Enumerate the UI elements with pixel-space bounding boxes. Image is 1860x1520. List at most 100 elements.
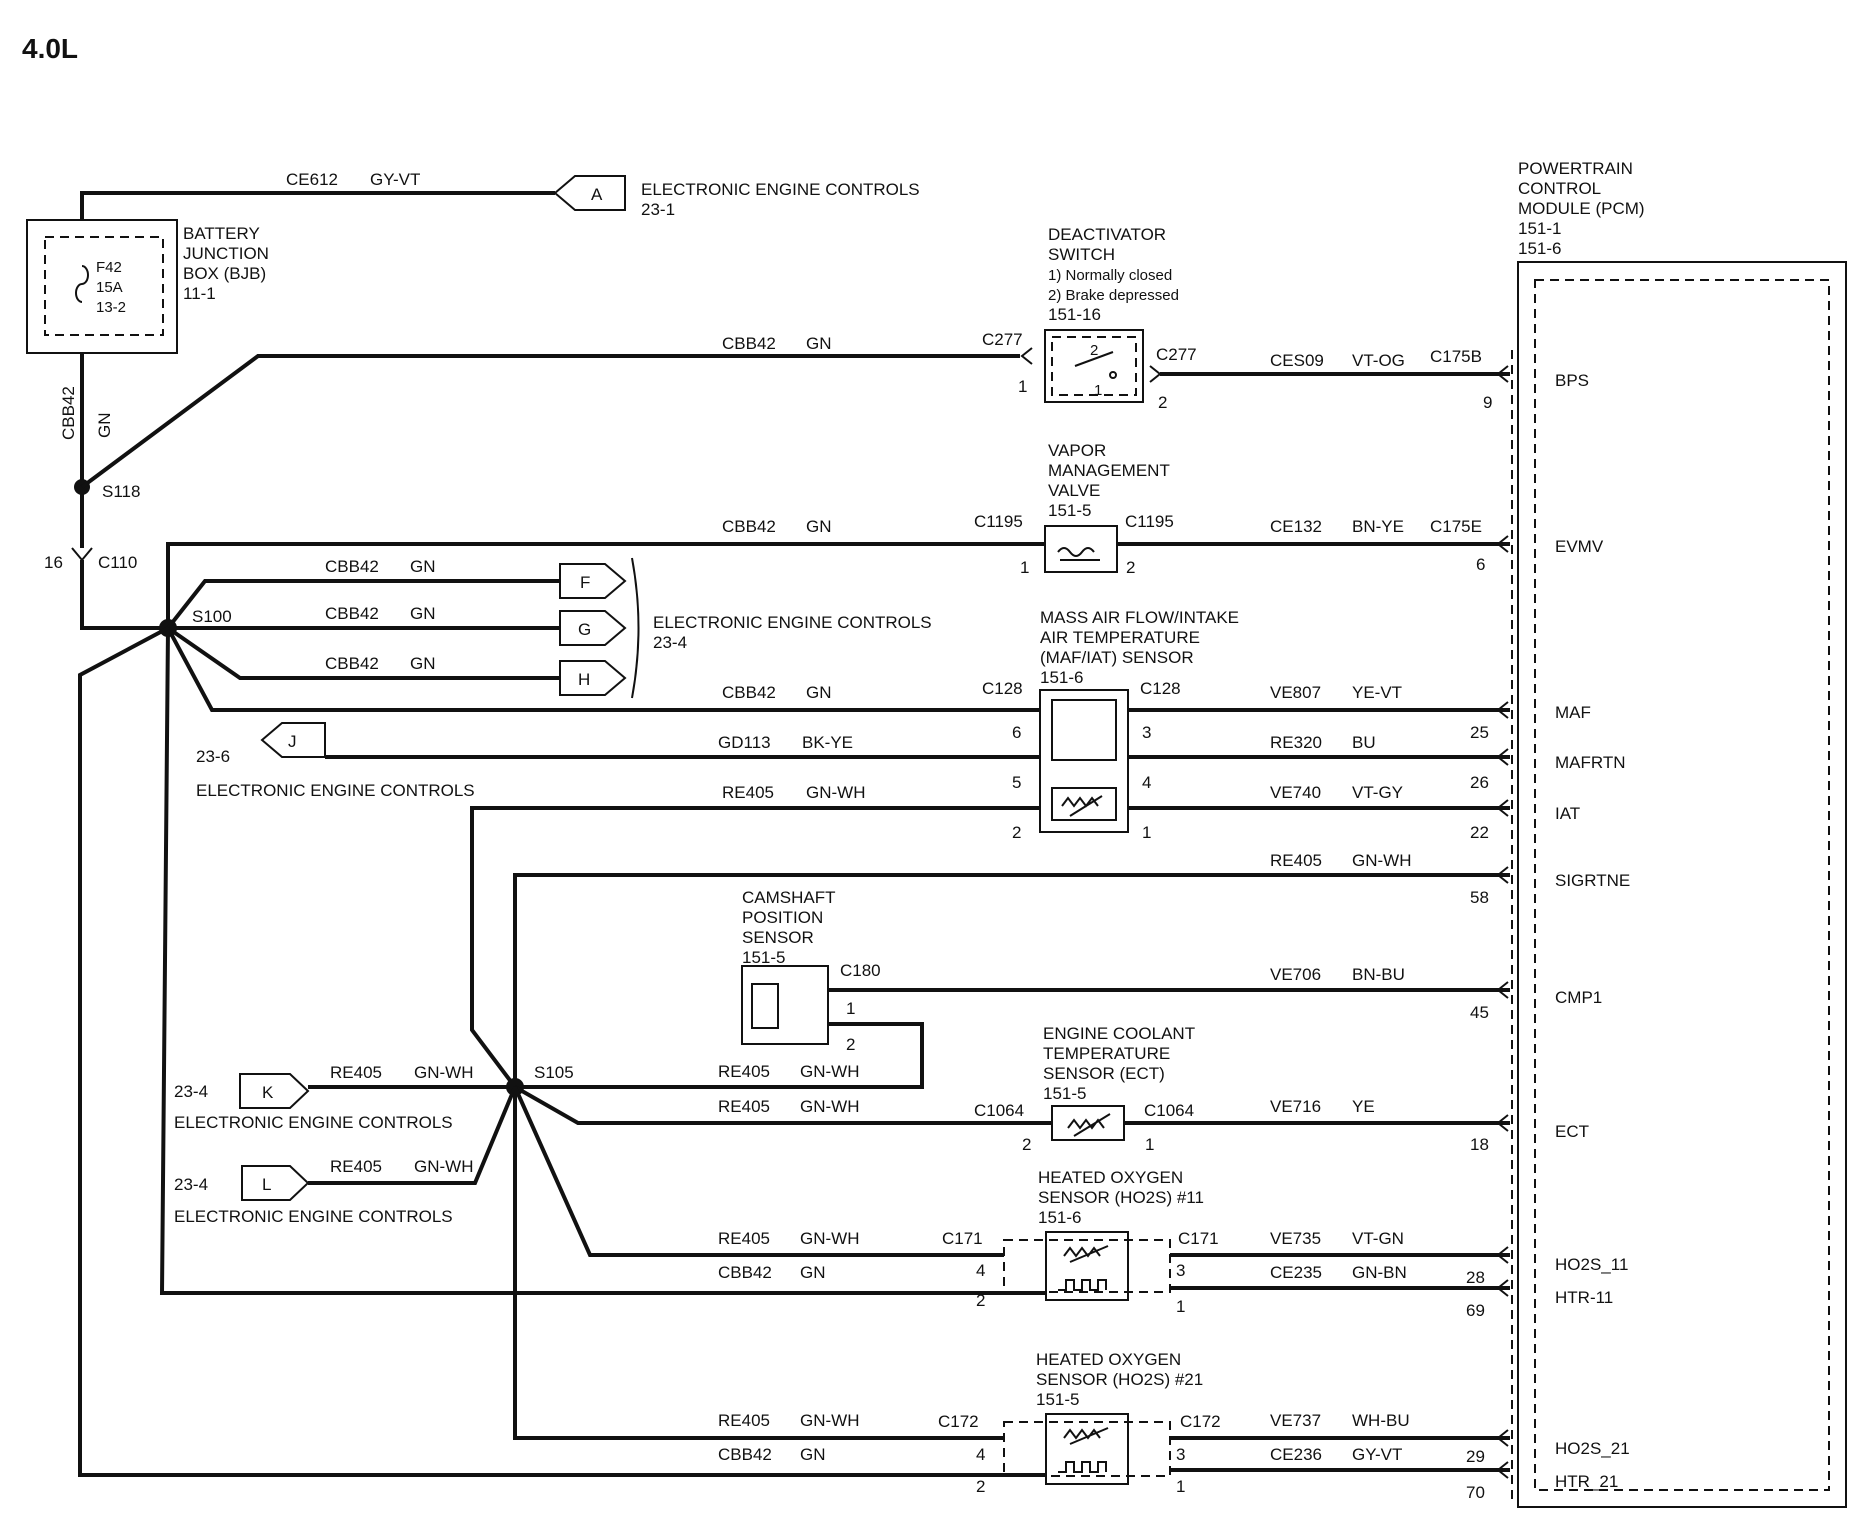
- pin-ect-1: 1: [1145, 1135, 1154, 1154]
- pin-ho21-1: 1: [1176, 1477, 1185, 1496]
- wire-iat-in: [470, 806, 1040, 1089]
- pcm-pin-ho2s11: HO2S_11: [1555, 1255, 1628, 1274]
- cmp-label-2: POSITION: [742, 908, 823, 927]
- sensor-element-icon: [1063, 1245, 1109, 1263]
- pcm-outline: [1517, 261, 1847, 1508]
- ho21-outline: [1045, 1413, 1129, 1485]
- sensor-element-icon: [1063, 1427, 1109, 1445]
- wire-vmv-out-circuit: CE132: [1270, 517, 1322, 536]
- pin-evmv: 6: [1476, 555, 1485, 574]
- c110-pin: 16: [44, 553, 63, 572]
- ref-h-connector: [559, 660, 627, 696]
- wire-ect-out-circuit: VE716: [1270, 1097, 1321, 1116]
- bjb-label-2: JUNCTION: [183, 244, 269, 263]
- vmv-label-3: VALVE: [1048, 481, 1100, 500]
- pcm-label-1: POWERTRAIN: [1518, 159, 1633, 178]
- wire-k-color: GN-WH: [414, 1063, 473, 1082]
- wire-cmp-out-color: BN-BU: [1352, 965, 1405, 984]
- wire-ho21-htr-in: [78, 626, 1020, 1477]
- switch-label-2: SWITCH: [1048, 245, 1115, 264]
- ref-l-label: ELECTRONIC ENGINE CONTROLS: [174, 1207, 453, 1226]
- cmp-label-4: 151-5: [742, 948, 785, 967]
- thermistor-icon: [1067, 1113, 1111, 1137]
- wire-g-color: GN: [410, 604, 436, 623]
- deactivator-switch: DEACTIVATOR SWITCH 1) Normally closed 2)…: [982, 225, 1197, 412]
- wire-maf-out-color: YE-VT: [1352, 683, 1402, 702]
- wire-sigrtn: [513, 873, 1510, 1087]
- pin-maf-2: 2: [1012, 823, 1021, 842]
- ref-g-letter: G: [578, 620, 591, 639]
- cmp-outline: [741, 965, 829, 1045]
- ref-a-connector: [553, 175, 626, 211]
- arrow-maf-icon: [1496, 701, 1509, 719]
- wire-maf-in: [166, 627, 1020, 712]
- fuse-rating: 15A: [96, 279, 123, 296]
- wire-ref-l: [308, 1086, 517, 1185]
- pin-ho21-2: 2: [976, 1477, 985, 1496]
- arrow-sigrtn-icon: [1496, 866, 1509, 884]
- ref-g-connector: [559, 610, 627, 646]
- ref-fgh-page: 23-4: [653, 633, 687, 652]
- wire-ref-h: [166, 626, 560, 680]
- heater-icon: [1058, 1461, 1107, 1473]
- pcm-pin-ho2s21: HO2S_21: [1555, 1439, 1630, 1458]
- maf-label-1: MASS AIR FLOW/INTAKE: [1040, 608, 1239, 627]
- wire-ho11-sig-in-circuit: RE405: [718, 1229, 770, 1248]
- arrow-ect-icon: [1496, 1114, 1509, 1132]
- ect-label-4: 151-5: [1043, 1084, 1086, 1103]
- ref-f-connector: [559, 563, 627, 599]
- conn-c128-b: C128: [1140, 679, 1181, 698]
- wire-ho21-htr-out-color: GY-VT: [1352, 1445, 1402, 1464]
- pin-ho11-4: 4: [976, 1261, 985, 1280]
- cmp-label-3: SENSOR: [742, 928, 814, 947]
- pin-pcm-sigrtn: 58: [1470, 888, 1489, 907]
- pin-pcm-ect: 18: [1470, 1135, 1489, 1154]
- bjb-label-4: 11-1: [183, 284, 216, 303]
- pin-ho11-2: 2: [976, 1291, 985, 1310]
- ho2s-21-sensor: HEATED OXYGEN SENSOR (HO2S) #21 151-5 C1…: [938, 1350, 1221, 1496]
- wire-ho11-sig-in: [513, 1086, 1004, 1257]
- vmv-label-1: VAPOR: [1048, 441, 1106, 460]
- maf-iat-sensor: MASS AIR FLOW/INTAKE AIR TEMPERATURE (MA…: [982, 608, 1239, 842]
- c110-connector-icon: [71, 547, 93, 562]
- wire-ho11-sig-in-color: GN-WH: [800, 1229, 859, 1248]
- conn-c1064-a: C1064: [974, 1101, 1024, 1120]
- wire-ref-f: [166, 579, 560, 630]
- pin-c1195-2: 2: [1126, 558, 1135, 577]
- pin-ho11-3: 3: [1176, 1261, 1185, 1280]
- ref-a-label: ELECTRONIC ENGINE CONTROLS: [641, 180, 920, 199]
- wire-ho11-htr-in-color: GN: [800, 1263, 826, 1282]
- pin-maf-3: 3: [1142, 723, 1151, 742]
- switch-contact-point: [1109, 371, 1117, 379]
- cmp-label-1: CAMSHAFT: [742, 888, 836, 907]
- maf-label-4: 151-6: [1040, 668, 1083, 687]
- ref-l-letter: L: [262, 1175, 271, 1194]
- wire-sigrtn-circuit: RE405: [1270, 851, 1322, 870]
- pin-pcm-mafrtn: 26: [1470, 773, 1489, 792]
- wire-ho21-htr-out-circuit: CE236: [1270, 1445, 1322, 1464]
- ref-k-letter: K: [262, 1083, 274, 1102]
- ect-sensor: ENGINE COOLANT TEMPERATURE SENSOR (ECT) …: [974, 1024, 1195, 1154]
- pcm-pin-cmp1: CMP1: [1555, 988, 1602, 1007]
- wire-maf-in-color: GN: [806, 683, 832, 702]
- ref-l-page: 23-4: [174, 1175, 208, 1194]
- wire-l-color: GN-WH: [414, 1157, 473, 1176]
- bjb-outline: [26, 219, 178, 354]
- maf-outline: [1039, 689, 1129, 833]
- ref-j-page: 23-6: [196, 747, 230, 766]
- splice-s105-label: S105: [534, 1063, 574, 1082]
- ect-label-1: ENGINE COOLANT: [1043, 1024, 1195, 1043]
- wire-cmp-rtn-circuit: RE405: [718, 1062, 770, 1081]
- iat-element: [1051, 787, 1117, 821]
- arrow-cmp1-icon: [1496, 981, 1509, 999]
- pcm-pin-evmv: EVMV: [1555, 537, 1604, 556]
- arrow-mafrtn-icon: [1496, 748, 1509, 766]
- maf-element: [1051, 699, 1117, 761]
- conn-c171-b: C171: [1178, 1229, 1219, 1248]
- wire-cmp-out-circuit: VE706: [1270, 965, 1321, 984]
- fuse-icon: [75, 265, 89, 303]
- conn-c1195-a: C1195: [974, 512, 1023, 531]
- pcm-pin-maf: MAF: [1555, 703, 1591, 722]
- ref-j-label: ELECTRONIC ENGINE CONTROLS: [196, 781, 475, 800]
- conn-c277-a: C277: [982, 330, 1023, 349]
